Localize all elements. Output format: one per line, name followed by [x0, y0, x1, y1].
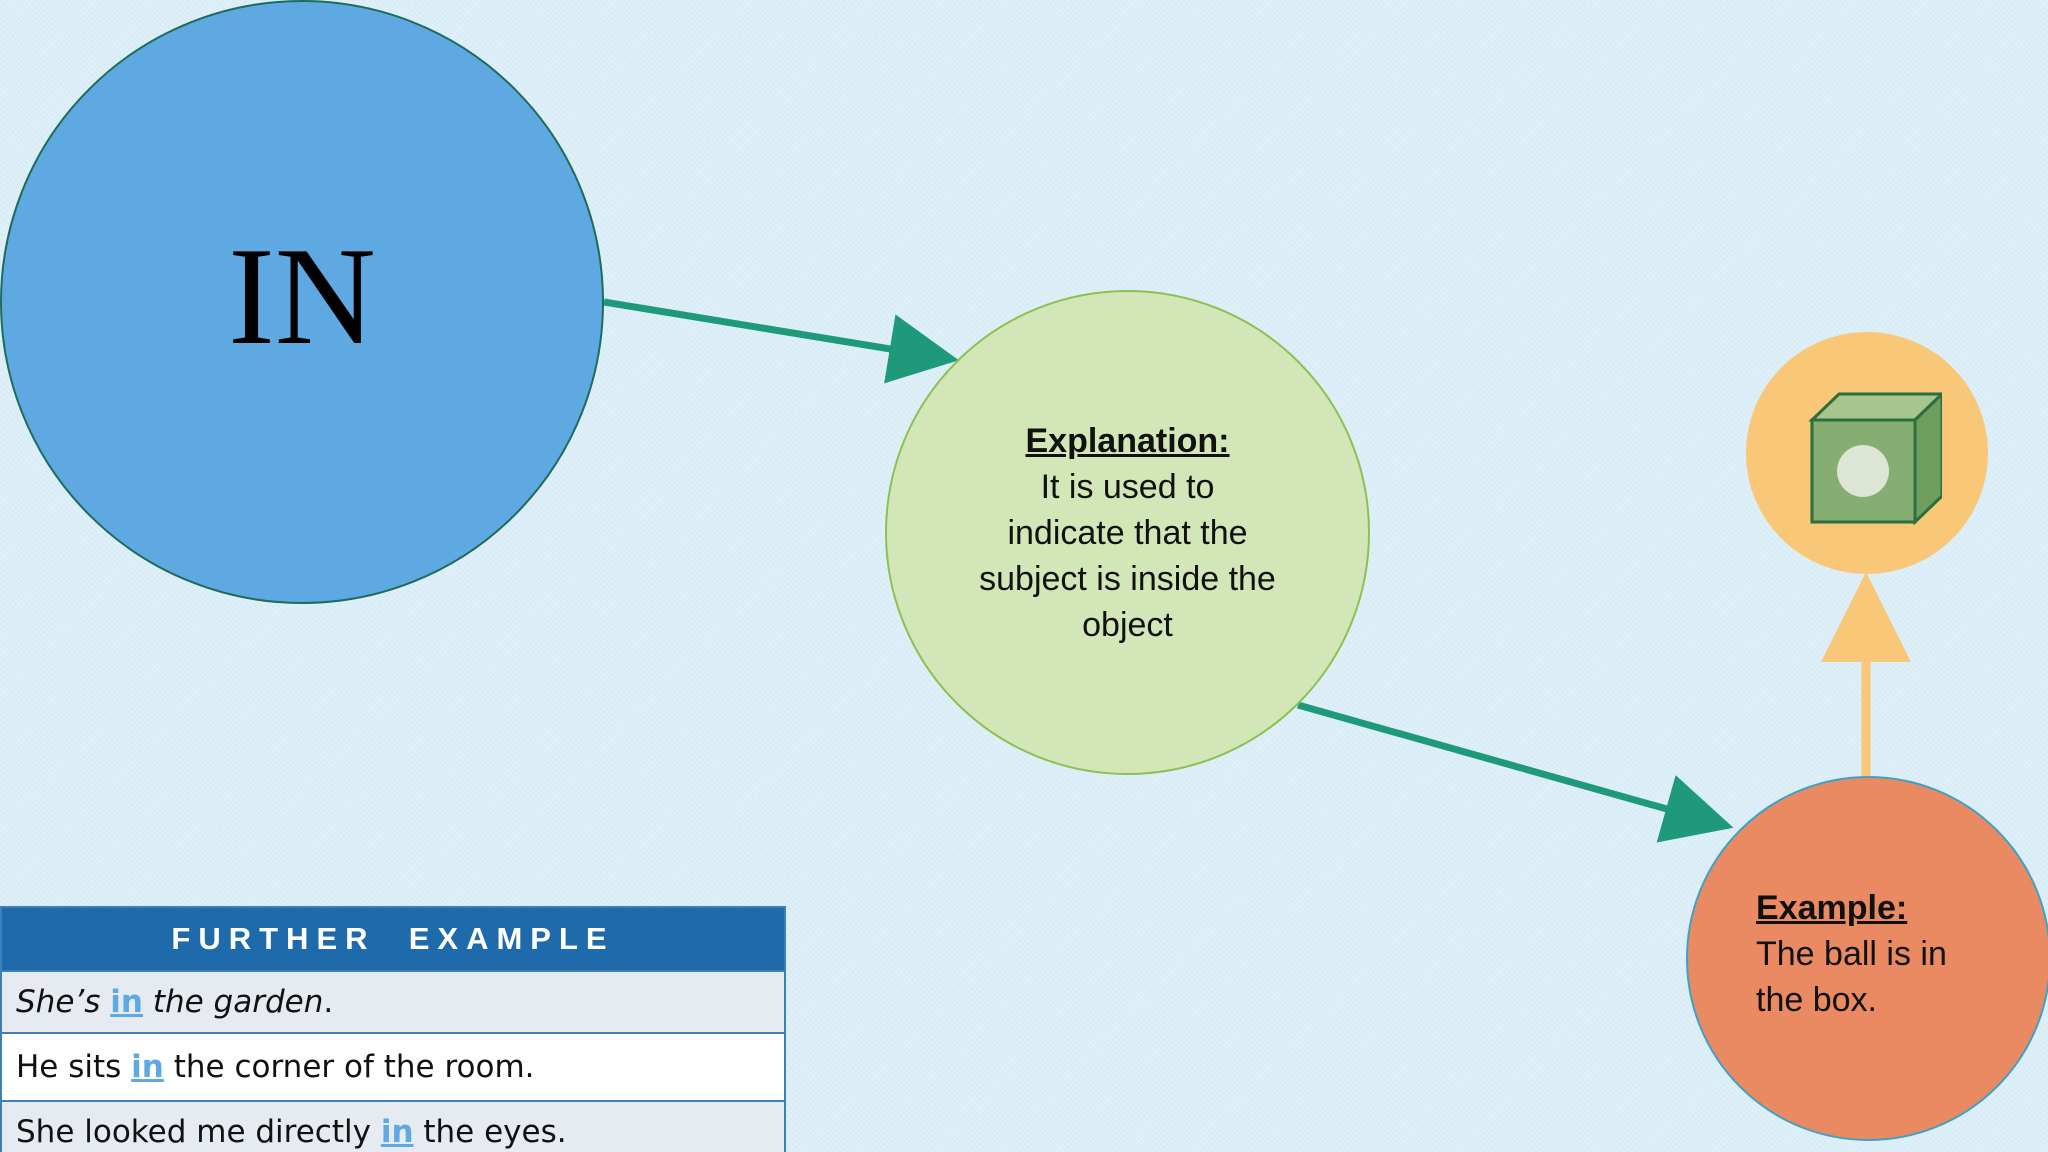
highlight-word: in: [110, 984, 143, 1020]
row-text: She’s: [16, 984, 111, 1020]
example-heading: Example:: [1756, 888, 1908, 927]
explanation-line: object: [1082, 605, 1173, 644]
row-text: .: [323, 984, 334, 1020]
arrow-in-to-explanation: [603, 298, 959, 384]
table-header: FURTHER EXAMPLE: [2, 908, 784, 970]
main-title: IN: [228, 219, 376, 374]
image-circle: [1746, 332, 1988, 574]
table-row: He sits in the corner of the room.: [2, 1032, 784, 1100]
highlight-word: in: [380, 1114, 414, 1150]
row-text: She looked me directly: [16, 1114, 381, 1150]
explanation-line: It is used to: [1040, 467, 1215, 506]
explanation-line: indicate that the: [1007, 513, 1248, 552]
further-example-table: FURTHER EXAMPLE She’s in the garden. He …: [0, 906, 786, 1152]
highlight-word: in: [131, 1049, 164, 1085]
row-text: the corner of the room.: [163, 1049, 535, 1085]
table-row: She’s in the garden.: [2, 970, 784, 1032]
row-text: He sits: [16, 1049, 132, 1085]
row-text: the garden: [142, 984, 324, 1020]
explanation-circle: Explanation: It is used to indicate that…: [885, 290, 1370, 775]
explanation-line: subject is inside the: [979, 559, 1276, 598]
explanation-heading: Explanation:: [1025, 421, 1230, 460]
in-circle: IN: [0, 0, 604, 604]
row-text: the eyes.: [413, 1114, 567, 1150]
arrow-explanation-to-example: [1297, 701, 1734, 843]
example-circle: Example: The ball is in the box.: [1686, 776, 2048, 1141]
table-row: She looked me directly in the eyes.: [2, 1100, 784, 1152]
example-text: The ball is in the box.: [1756, 934, 1947, 1019]
ball-in-box-icon: [1808, 391, 1942, 526]
